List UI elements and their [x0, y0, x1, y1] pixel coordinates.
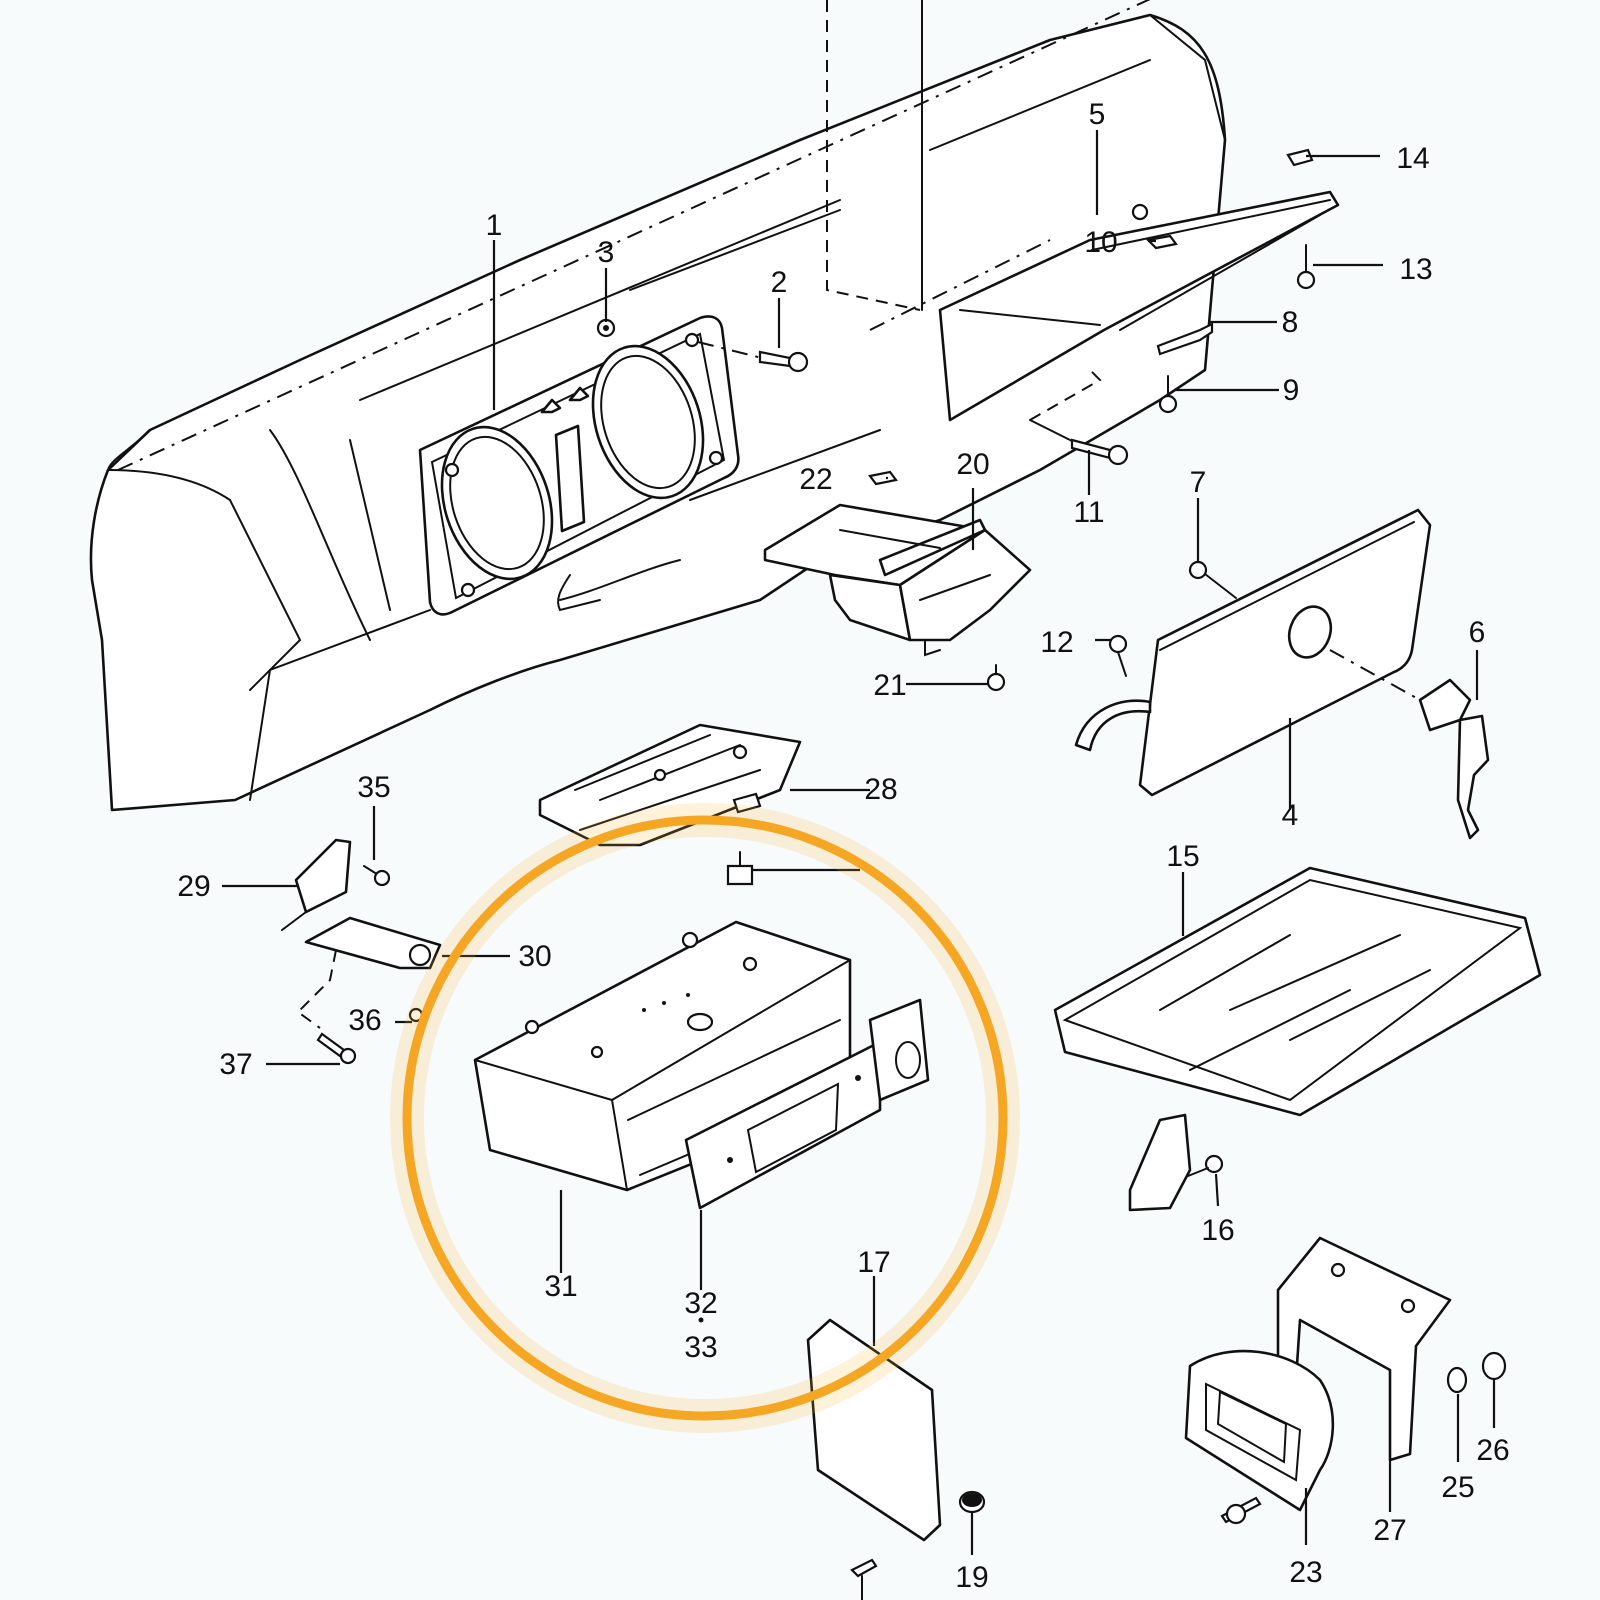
- callout-13: 13: [1399, 253, 1432, 286]
- callout-31: 31: [544, 1270, 577, 1303]
- callout-35: 35: [357, 771, 390, 804]
- callout-9: 9: [1283, 374, 1300, 407]
- faceplate-32-33: [684, 998, 930, 1210]
- fastener-10: [1145, 234, 1178, 250]
- callout-15: 15: [1166, 840, 1199, 873]
- screw-7: [1188, 560, 1237, 599]
- callout-5: 5: [1089, 98, 1106, 131]
- bracket-30: [296, 916, 442, 1029]
- screw-24: [1220, 1496, 1262, 1525]
- callout-19: 19: [955, 1561, 988, 1594]
- callout-22: 22: [799, 463, 832, 496]
- glovebox-door-4: [1074, 508, 1432, 797]
- callout-28: 28: [864, 773, 897, 806]
- callout-30: 30: [518, 940, 551, 973]
- callout-labels: 1 2 3 4 5 6 7 8 9 10 11 12 13 14 15 16 1…: [177, 98, 1509, 1594]
- callout-17: 17: [857, 1246, 890, 1279]
- nut-26: [1481, 1351, 1507, 1381]
- callout-25: 25: [1441, 1471, 1474, 1504]
- callout-26: 26: [1476, 1434, 1509, 1467]
- callout-14: 14: [1396, 142, 1429, 175]
- bracket-29: [281, 838, 352, 931]
- screw-35: [363, 865, 391, 887]
- instrument-bezel: [418, 315, 740, 616]
- light-housing-23: [1184, 1349, 1335, 1512]
- bolt-34: [726, 792, 762, 886]
- clip-8: [1156, 322, 1214, 356]
- callout-10: 10: [1084, 226, 1117, 259]
- highlight-ring: [390, 803, 1020, 1433]
- screw-11: [1070, 438, 1129, 466]
- screw-37: [316, 1032, 357, 1065]
- callout-4: 4: [1282, 799, 1299, 832]
- screw-21: [986, 664, 1006, 692]
- upper-trim-5: [938, 190, 1340, 451]
- ashtray-bracket-20: [763, 503, 1032, 657]
- callout-16: 16: [1201, 1214, 1234, 1247]
- cover-plate-17: [806, 1318, 942, 1542]
- screw-13: [1296, 244, 1316, 290]
- screw-18: [850, 1558, 878, 1600]
- fastener-22: [868, 470, 898, 486]
- callout-23: 23: [1289, 1556, 1322, 1589]
- screw-12: [1108, 634, 1128, 677]
- plug-19: [958, 1490, 986, 1514]
- callout-27: 27: [1373, 1514, 1406, 1547]
- screw-2: [697, 341, 809, 373]
- tray-15: [1053, 866, 1542, 1212]
- fastener-14: [1286, 148, 1314, 167]
- callout-8: 8: [1282, 306, 1299, 339]
- callout-3: 3: [598, 236, 615, 269]
- screw-9: [1158, 375, 1178, 414]
- screw-3: [596, 318, 616, 338]
- callout-29: 29: [177, 870, 210, 903]
- screw-16: [1187, 1154, 1224, 1177]
- callout-2: 2: [771, 266, 788, 299]
- callout-36: 36: [348, 1004, 381, 1037]
- callout-6: 6: [1469, 616, 1486, 649]
- callout-11: 11: [1073, 496, 1104, 529]
- callout-7: 7: [1190, 466, 1207, 499]
- callout-1: 1: [486, 209, 503, 242]
- leader-lines: [222, 130, 1496, 1555]
- callout-37: 37: [219, 1048, 252, 1081]
- callout-12: 12: [1040, 626, 1073, 659]
- callout-33: 33: [684, 1331, 717, 1364]
- callout-32: 32: [684, 1287, 717, 1320]
- callout-21: 21: [873, 669, 906, 702]
- washer-25: [1446, 1366, 1468, 1394]
- callout-20: 20: [956, 448, 989, 481]
- lock-cylinder-6: [1418, 678, 1490, 840]
